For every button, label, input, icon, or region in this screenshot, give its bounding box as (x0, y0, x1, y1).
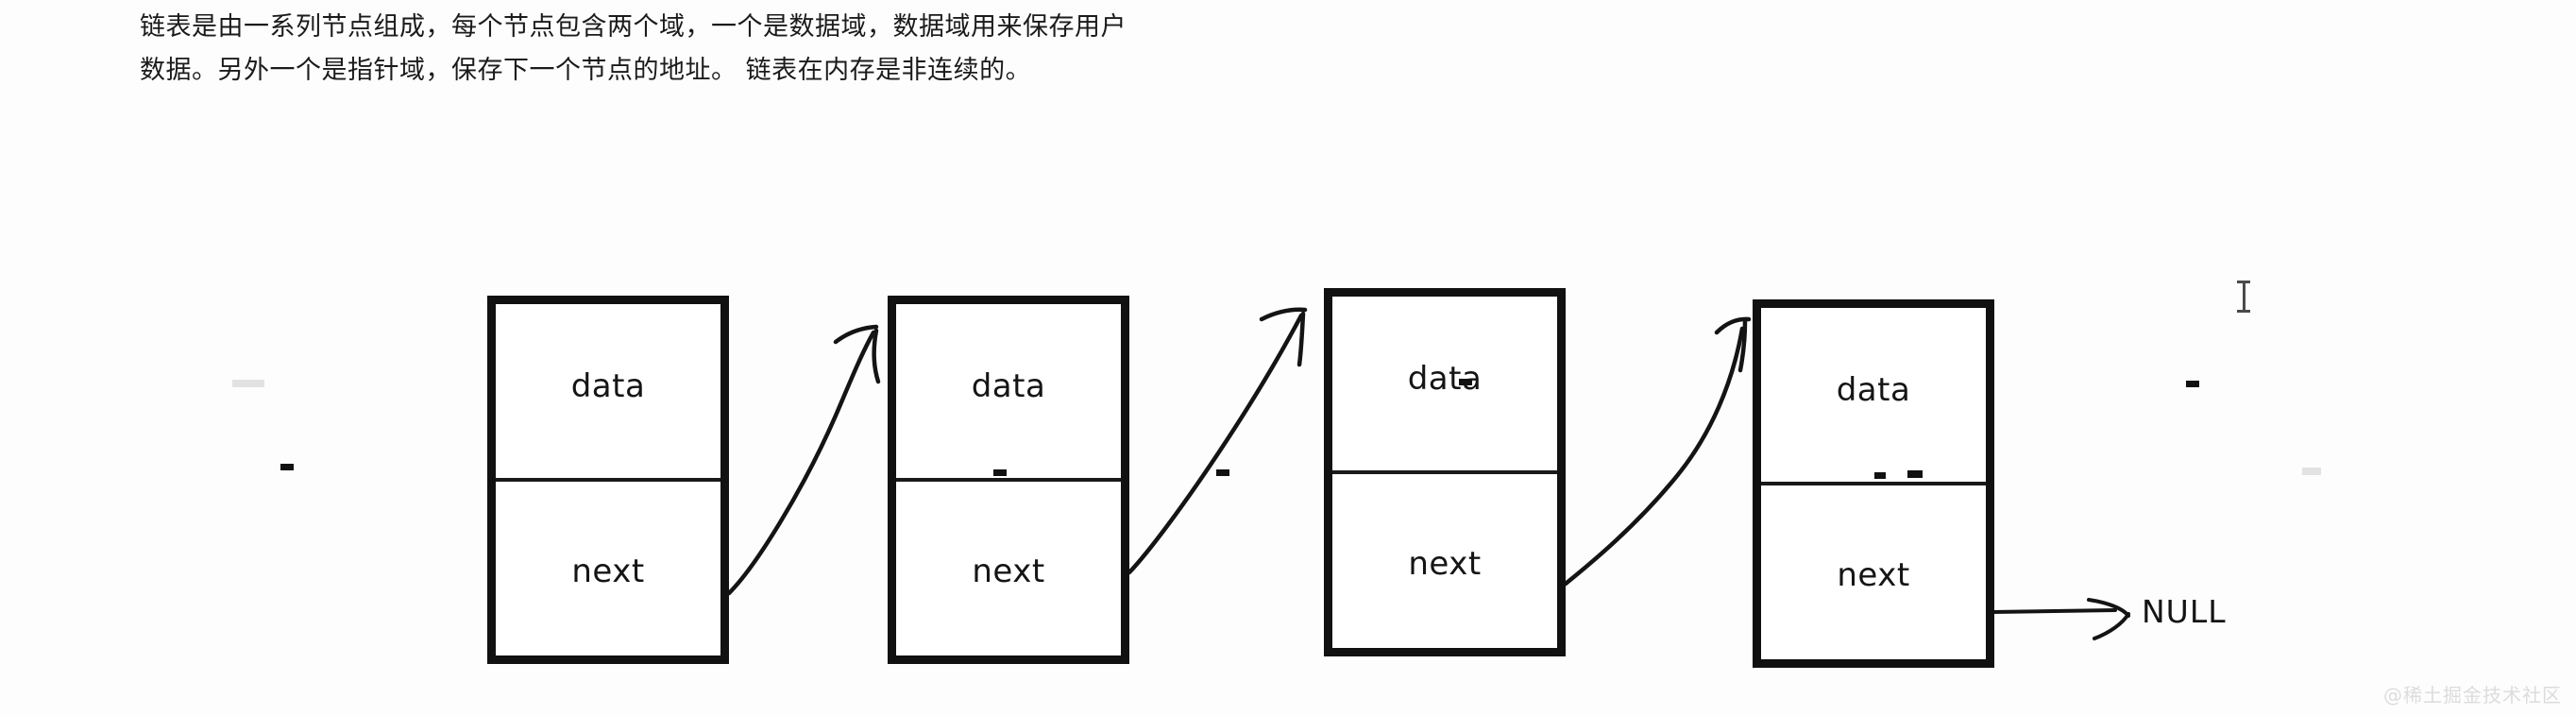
artifact-speck-2 (280, 464, 294, 470)
list-node-1-data-label: data (570, 367, 646, 405)
list-node-4-data-cell: data (1761, 308, 1986, 484)
list-node-4-next-label: next (1837, 556, 1910, 594)
list-node-1-data-cell: data (496, 304, 720, 480)
artifact-speck-5 (1459, 379, 1472, 385)
intro-line-1: 链表是由一系列节点组成，每个节点包含两个域，一个是数据域，数据域用来保存用户 (140, 12, 1127, 42)
artifact-speck-4 (1216, 469, 1229, 476)
list-node-2-divider (896, 478, 1121, 482)
list-node-3-next-label: next (1408, 545, 1482, 583)
text-ibeam-cursor (2237, 281, 2250, 313)
list-node-3-data-cell: data (1332, 297, 1557, 472)
artifact-speck-1 (232, 380, 264, 387)
list-node-1-next-cell: next (496, 480, 720, 655)
artifact-speck-3 (993, 469, 1007, 476)
list-node-3-divider (1332, 470, 1557, 474)
connector-arrow-1 (726, 324, 881, 596)
list-node-4: data next (1753, 299, 1994, 668)
list-node-2-next-label: next (972, 553, 1045, 590)
list-node-1: data next (487, 296, 729, 664)
list-node-2: data next (888, 296, 1129, 664)
artifact-speck-7 (2302, 468, 2321, 475)
intro-line-2: 数据。另外一个是指针域，保存下一个节点的地址。 链表在内存是非连续的。 (140, 56, 1032, 85)
list-node-2-data-label: data (971, 367, 1046, 405)
list-node-4-next-cell: next (1761, 484, 1986, 659)
site-watermark: @稀土掘金技术社区 (2383, 684, 2562, 706)
list-node-3-next-cell: next (1332, 472, 1557, 648)
list-node-1-divider (496, 478, 720, 482)
artifact-speck-8 (1874, 472, 1886, 479)
list-node-3: data next (1324, 288, 1566, 656)
artifact-speck-6 (2186, 381, 2199, 387)
artifact-speck-9 (1907, 470, 1923, 478)
ibeam-bottom-serif (2237, 310, 2250, 313)
list-node-4-divider (1761, 482, 1986, 485)
list-node-4-data-label: data (1836, 371, 1911, 409)
list-node-2-data-cell: data (896, 304, 1121, 480)
intro-paragraph: 链表是由一系列节点组成，每个节点包含两个域，一个是数据域，数据域用来保存用户 数… (140, 6, 1273, 93)
list-node-1-next-label: next (571, 553, 645, 590)
connector-arrow-null (1991, 598, 2130, 640)
ibeam-stem (2243, 281, 2246, 313)
null-terminator-label: NULL (2142, 593, 2227, 630)
connector-arrow-3 (1563, 316, 1752, 587)
list-node-2-next-cell: next (896, 480, 1121, 655)
connector-arrow-2 (1127, 307, 1308, 575)
